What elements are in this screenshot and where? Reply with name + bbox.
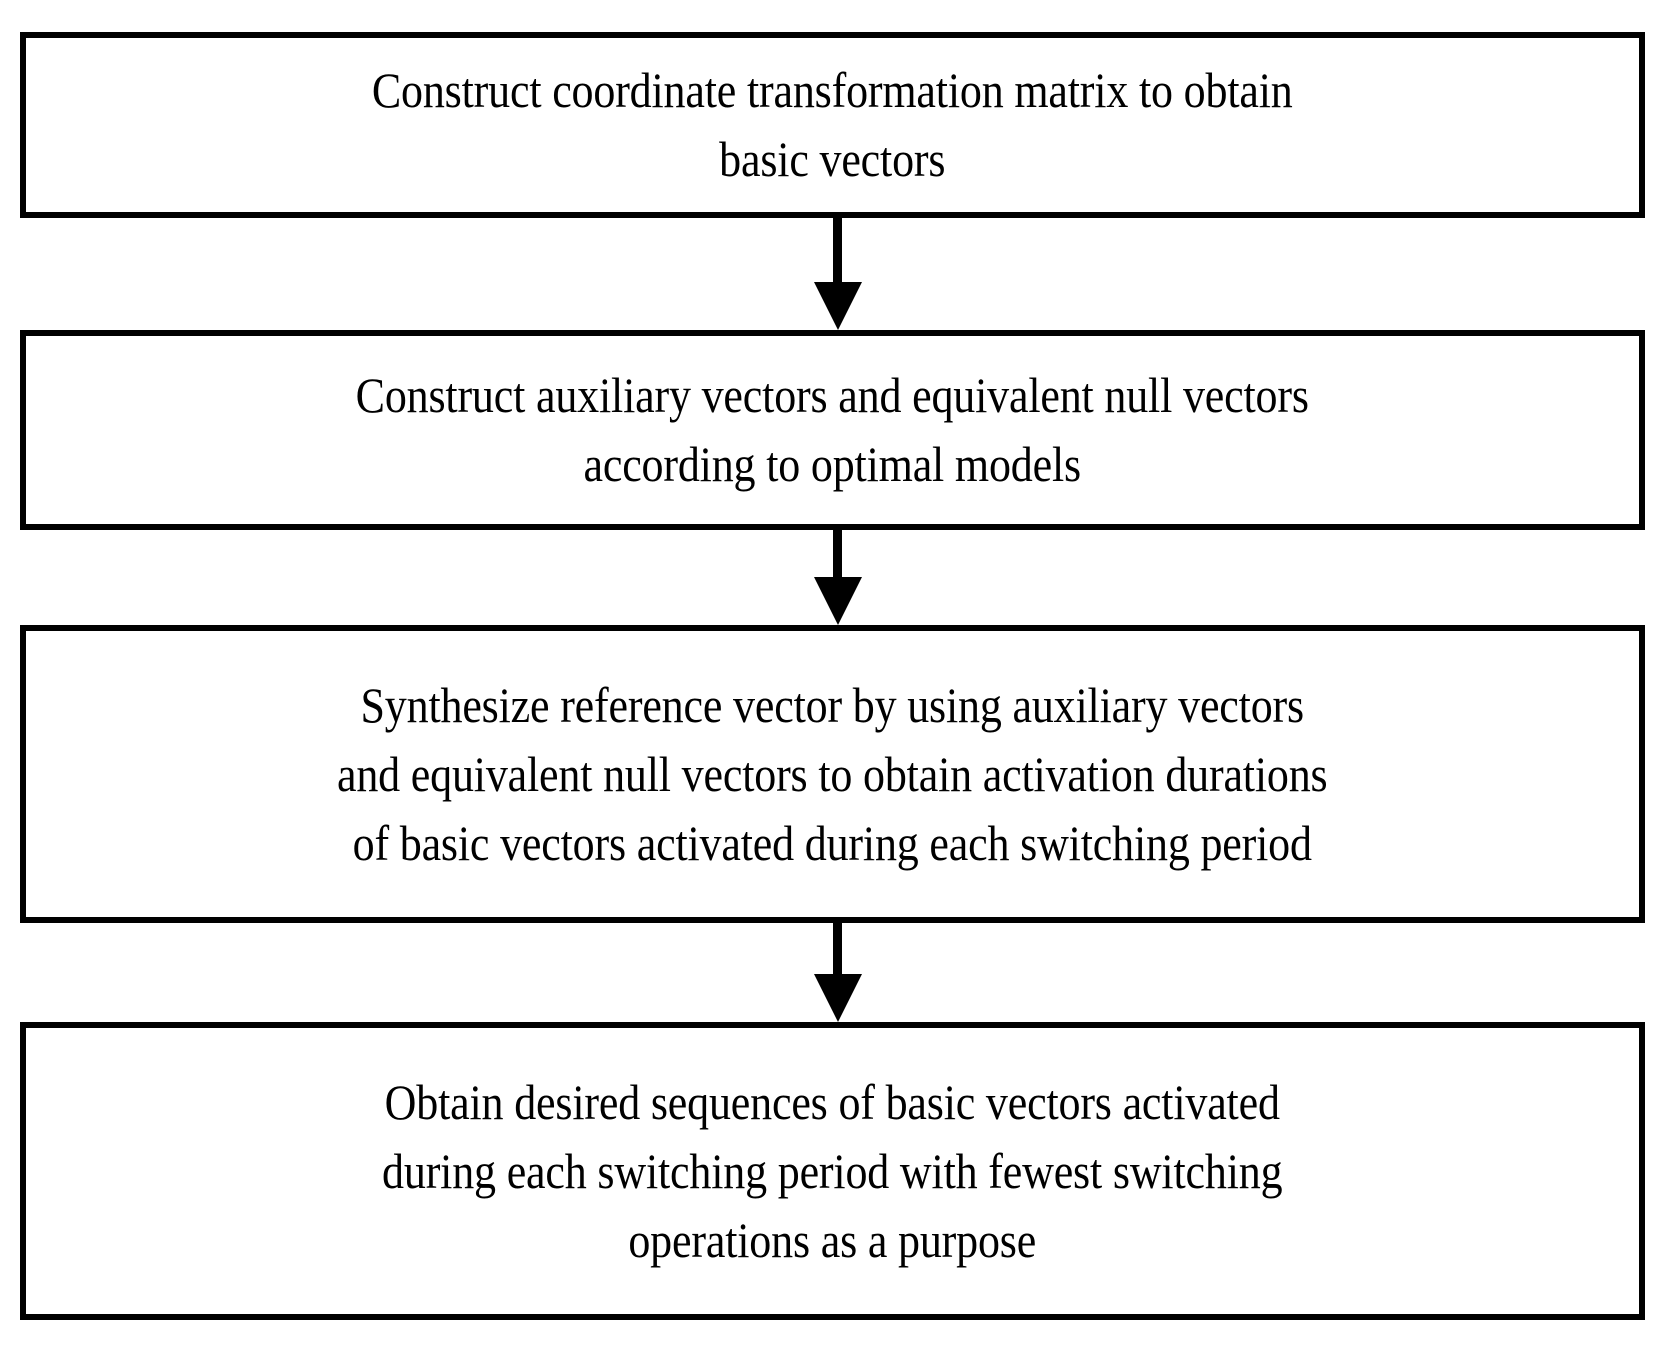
arrow-shaft bbox=[833, 923, 842, 977]
arrow-down-icon-2 bbox=[806, 530, 866, 625]
arrow-shaft bbox=[833, 218, 842, 284]
flowchart-step-4-label: Obtain desired sequences of basic vector… bbox=[382, 1073, 1283, 1268]
arrow-head bbox=[814, 974, 862, 1022]
flowchart-step-1: Construct coordinate transformation matr… bbox=[20, 32, 1645, 218]
arrow-down-icon-1 bbox=[806, 218, 866, 330]
flowchart-step-4: Obtain desired sequences of basic vector… bbox=[20, 1022, 1645, 1320]
arrow-head bbox=[814, 282, 862, 330]
flowchart-step-3-label: Synthesize reference vector by using aux… bbox=[337, 676, 1328, 871]
flowchart-step-2-label: Construct auxiliary vectors and equivale… bbox=[355, 367, 1310, 492]
flowchart-step-3: Synthesize reference vector by using aux… bbox=[20, 625, 1645, 923]
arrow-shaft bbox=[833, 530, 842, 580]
flowchart-step-1-label: Construct coordinate transformation matr… bbox=[372, 62, 1293, 187]
arrow-down-icon-3 bbox=[806, 923, 866, 1022]
arrow-head bbox=[814, 577, 862, 625]
flowchart-step-2: Construct auxiliary vectors and equivale… bbox=[20, 330, 1645, 530]
